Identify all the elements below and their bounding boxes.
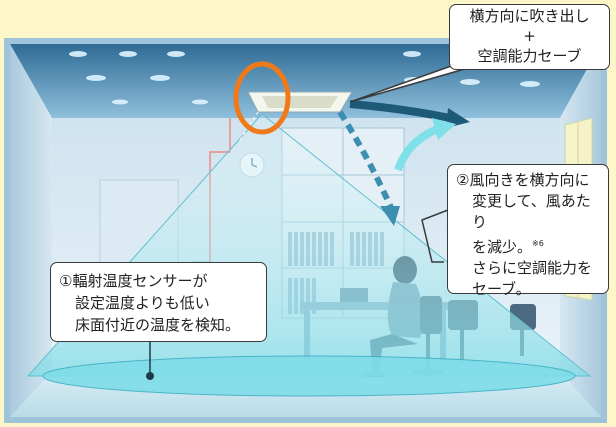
callout-right-line4: さらに空調能力を [472, 259, 593, 277]
horizontal-airflow-arrow [349, 100, 451, 122]
wind-direction-callout: ②風向きを横方向に 変更して、風あたり を減少。※6 さらに空調能力を セーブ。 [447, 164, 609, 298]
right-callout-pointer [421, 209, 449, 263]
callout-left-line2: 設定温度よりも低い [75, 294, 210, 312]
horizontal-blow-callout: 横方向に吹き出し + 空調能力セーブ [449, 4, 610, 70]
callout-top-line1: 横方向に吹き出し [469, 7, 590, 25]
floor-detection-zone [42, 355, 576, 397]
callout-top-line2: + [523, 27, 536, 45]
callout-right-line3: を減少。 [472, 238, 533, 256]
left-wall [10, 44, 52, 417]
footnote-mark: ※6 [532, 239, 544, 248]
callout-left-line1: ①輻射温度センサーが [59, 272, 208, 290]
callout-right-line2: 変更して、風あたり [472, 192, 591, 231]
callout-right-line1: ②風向きを横方向に [456, 171, 590, 189]
radiant-sensor-callout: ①輻射温度センサーが 設定温度よりも低い 床面付近の温度を検知。 [50, 262, 267, 342]
callout-right-line5: セーブ。 [472, 280, 531, 298]
direction-change-arrow [394, 124, 442, 172]
sensor-highlight-circle [233, 61, 291, 135]
callout-top-line3: 空調能力セーブ [477, 47, 582, 65]
callout-left-line3: 床面付近の温度を検知。 [75, 316, 241, 334]
